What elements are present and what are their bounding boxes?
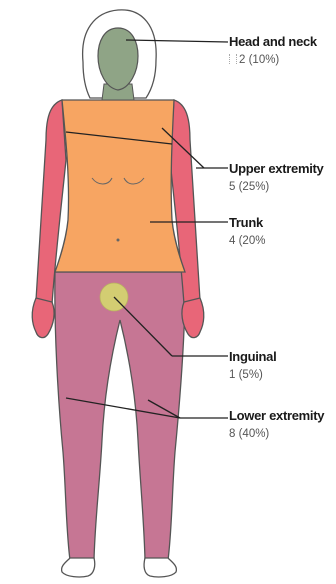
label-inguinal: Inguinal 1 (5%) — [229, 349, 276, 381]
label-stat: 4 (20% — [229, 235, 265, 247]
label-name: Trunk — [229, 215, 265, 230]
label-name: Head and neck — [229, 34, 317, 49]
dotted-marker — [229, 54, 237, 64]
label-stat: 2 (10%) — [239, 54, 279, 66]
label-trunk: Trunk 4 (20% — [229, 215, 265, 247]
left-foot — [62, 558, 95, 577]
label-stat-wrap: 2 (10%) — [229, 54, 317, 66]
left-hand — [182, 298, 204, 338]
label-name: Inguinal — [229, 349, 276, 364]
label-stat: 8 (40%) — [229, 428, 324, 440]
label-upper-extremity: Upper extremity 5 (25%) — [229, 161, 323, 193]
label-head-and-neck: Head and neck 2 (10%) — [229, 34, 317, 66]
trunk-region — [55, 100, 185, 272]
label-name: Lower extremity — [229, 408, 324, 423]
right-hand — [32, 298, 54, 338]
right-foot — [144, 558, 176, 577]
navel — [117, 239, 120, 242]
label-lower-extremity: Lower extremity 8 (40%) — [229, 408, 324, 440]
label-stat: 5 (25%) — [229, 181, 323, 193]
label-stat: 1 (5%) — [229, 369, 276, 381]
label-name: Upper extremity — [229, 161, 323, 176]
